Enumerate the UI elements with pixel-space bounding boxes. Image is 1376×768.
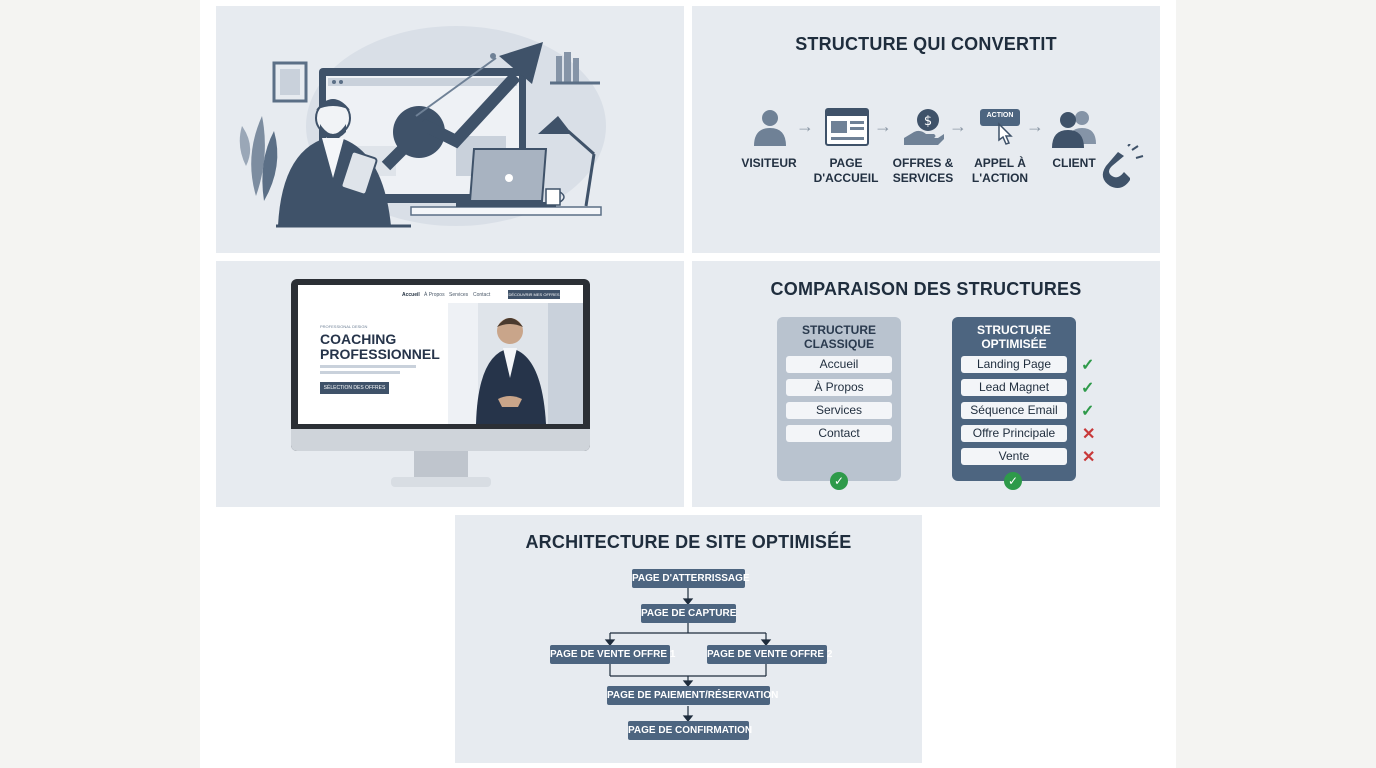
comparison-title: COMPARAISON DES STRUCTURES <box>770 279 1082 299</box>
illustration-panel <box>216 6 684 253</box>
monitor-stand <box>414 451 468 477</box>
classic-structure-title: STRUCTURE CLASSIQUE <box>802 323 876 351</box>
check-icon: ✓ <box>1081 380 1095 397</box>
classic-structure-item: Services <box>786 402 892 419</box>
flow-title: STRUCTURE QUI CONVERTIT <box>795 34 1057 54</box>
monitor-chin <box>291 429 590 451</box>
mock-body-text <box>320 365 416 368</box>
mock-headline: COACHING <box>320 331 397 347</box>
cross-icon: ✕ <box>1082 426 1096 443</box>
architecture-connectors <box>604 588 772 722</box>
hero-photo <box>448 303 583 424</box>
mock-cta-button[interactable]: SÉLECTION DES OFFRES <box>320 382 389 394</box>
architecture-panel: ARCHITECTURE DE SITE OPTIMISÉE PAGE D'AT… <box>455 515 922 763</box>
arch-node-payment: PAGE DE PAIEMENT/RÉSERVATION <box>607 686 778 705</box>
check-circle-icon: ✓ <box>1004 472 1022 490</box>
classic-structure-item: À Propos <box>786 379 892 396</box>
optimised-structure-item: Offre Principale <box>961 425 1067 442</box>
optimised-structure-column: STRUCTURE OPTIMISÉE Landing Page Lead Ma… <box>952 317 1076 481</box>
arch-node-offer-2: PAGE DE VENTE OFFRE 2 <box>707 645 832 664</box>
mock-body-text <box>320 371 400 374</box>
growth-illustration <box>239 26 606 228</box>
visitor-icon <box>754 110 786 146</box>
mock-nav-link[interactable]: Services <box>449 292 469 298</box>
homepage-icon <box>825 108 869 146</box>
classic-structure-item: Contact <box>786 425 892 442</box>
svg-text:$: $ <box>924 114 932 129</box>
optimised-structure-title: STRUCTURE OPTIMISÉE <box>977 323 1051 351</box>
classic-structure-column: STRUCTURE CLASSIQUE Accueil À Propos Ser… <box>777 317 901 481</box>
flow-arrow-2: → <box>874 116 892 136</box>
mock-eyebrow: PROFESSIONAL DESIGN <box>320 324 368 329</box>
check-icon: ✓ <box>1081 357 1095 374</box>
optimised-structure-item: Landing Page <box>961 356 1067 373</box>
arch-node-confirmation: PAGE DE CONFIRMATION <box>628 721 752 740</box>
cta-click-icon <box>980 109 1020 145</box>
mock-nav-link[interactable]: Accueil <box>402 292 420 298</box>
arch-node-offer-1: PAGE DE VENTE OFFRE 1 <box>550 645 675 664</box>
arch-node-landing: PAGE D'ATTERRISSAGE <box>632 569 750 588</box>
flow-step-label: CLIENT <box>1052 156 1096 170</box>
flow-step-label: OFFRES & SERVICES <box>892 156 954 185</box>
cta-button-text: ACTION <box>986 112 1014 119</box>
mock-nav-button[interactable]: DÉCOUVRIR MES OFFRES <box>508 290 560 299</box>
flow-arrow-3: → <box>949 116 967 136</box>
client-icon <box>1052 111 1096 148</box>
optimised-structure-item: Vente <box>961 448 1067 465</box>
optimised-structure-item: Séquence Email <box>961 402 1067 419</box>
arch-node-capture: PAGE DE CAPTURE <box>641 604 736 623</box>
flow-arrow-4: → <box>1026 116 1044 136</box>
classic-structure-item: Accueil <box>786 356 892 373</box>
monitor-screen: Accueil À Propos Services Contact DÉCOUV… <box>298 285 583 424</box>
magnet-icon <box>1102 144 1144 188</box>
mock-headline: PROFESSIONNEL <box>320 346 440 362</box>
conversion-flow-panel: STRUCTURE QUI CONVERTIT $ ACTION → → → → <box>692 6 1160 253</box>
flow-step-label: PAGE D'ACCUEIL <box>813 156 879 185</box>
mock-nav-link[interactable]: Contact <box>473 292 491 298</box>
flow-step-label: VISITEUR <box>741 156 797 170</box>
monitor-base <box>391 477 491 487</box>
flow-step-label: APPEL À L'ACTION <box>971 156 1029 185</box>
comparison-panel: COMPARAISON DES STRUCTURES STRUCTURE CLA… <box>692 261 1160 507</box>
check-circle-icon: ✓ <box>830 472 848 490</box>
flow-arrow-1: → <box>796 116 814 136</box>
check-icon: ✓ <box>1081 403 1095 420</box>
optimised-structure-item: Lead Magnet <box>961 379 1067 396</box>
website-mockup-panel: Accueil À Propos Services Contact DÉCOUV… <box>216 261 684 507</box>
mock-nav-link[interactable]: À Propos <box>424 292 445 298</box>
cross-icon: ✕ <box>1082 449 1096 466</box>
offer-money-icon: $ <box>904 109 944 145</box>
architecture-title: ARCHITECTURE DE SITE OPTIMISÉE <box>525 532 852 552</box>
coach-portrait <box>448 303 583 424</box>
